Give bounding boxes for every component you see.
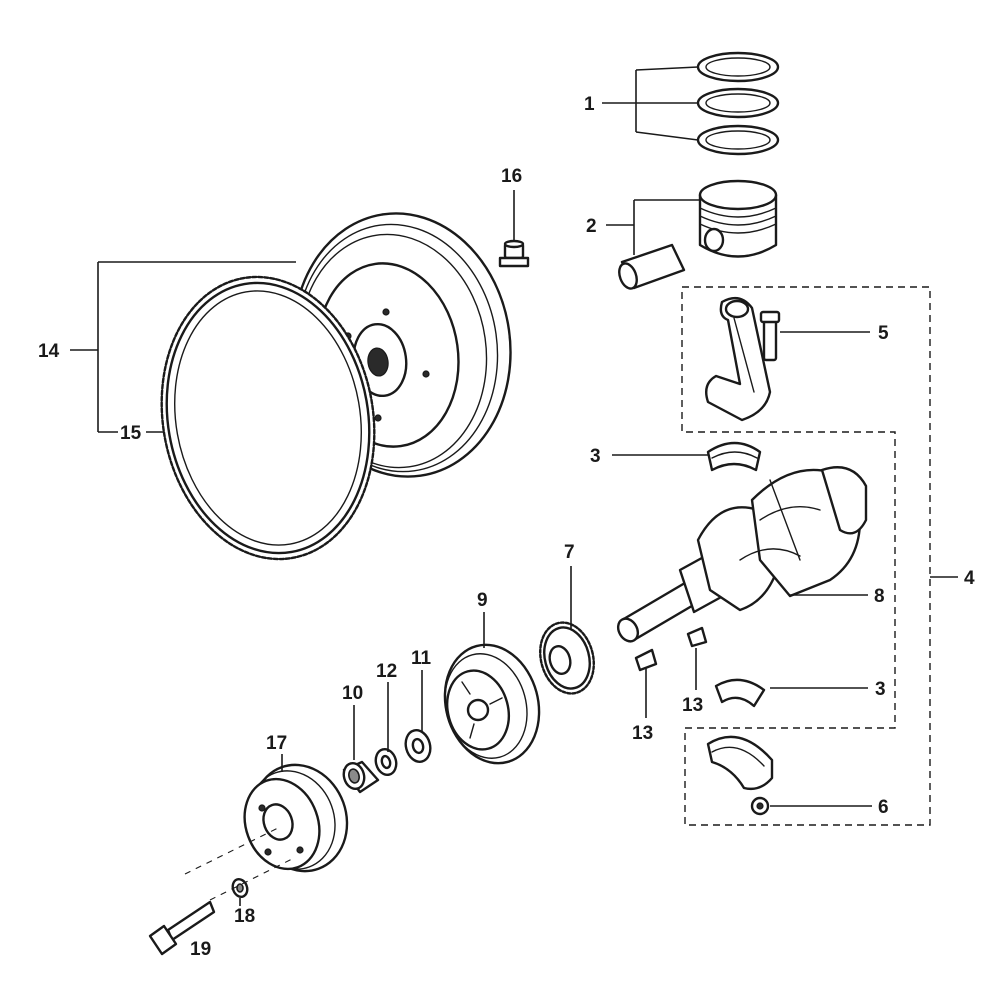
ring-gear [160,275,376,561]
conrod-bolt [759,310,781,362]
spring-washer [374,747,398,777]
connecting-rod-group-box [681,286,931,826]
callout-18: 18 [234,906,255,927]
piston [698,179,778,258]
callout-15: 15 [120,423,142,444]
crank-timing-gear [539,621,595,695]
callout-3-upper: 3 [590,446,601,467]
callout-8: 8 [874,586,885,607]
connecting-rod-cap [706,735,774,791]
callout-13-right: 13 [682,695,703,716]
crankshaft [616,466,868,643]
callout-10: 10 [342,683,363,704]
callout-13-left: 13 [632,723,653,744]
callout-7: 7 [564,542,575,563]
callout-11: 11 [411,648,432,669]
leader-lines [70,66,958,906]
assembly-axis-lines [184,827,295,901]
callout-labels: 1 2 16 14 15 5 3 4 8 7 9 11 12 10 13 13 … [38,94,975,960]
callout-19: 19 [190,939,211,960]
bearing-shell-lower [714,678,766,708]
callout-9: 9 [477,590,488,611]
callout-4: 4 [964,568,975,589]
callout-17: 17 [266,733,287,754]
bolt-16 [498,239,530,268]
crank-pulley [443,643,541,765]
woodruff-key-b [686,626,708,648]
callout-2: 2 [586,216,597,237]
piston-pin [618,243,686,290]
bolt-19 [148,900,216,956]
woodruff-key-a [634,648,658,672]
piston-rings [696,51,780,156]
rod-cap-nut [750,796,770,816]
connecting-rod [705,296,772,422]
callout-1: 1 [584,94,595,115]
bearing-shell-upper [706,441,762,472]
callout-12: 12 [376,661,397,682]
callout-16: 16 [501,166,522,187]
callout-6: 6 [878,797,889,818]
v-belt-pulley [243,763,349,873]
callout-14: 14 [38,341,60,362]
washer [404,729,432,763]
callout-5: 5 [878,323,889,344]
nut [342,760,380,794]
callout-3-lower: 3 [875,679,886,700]
